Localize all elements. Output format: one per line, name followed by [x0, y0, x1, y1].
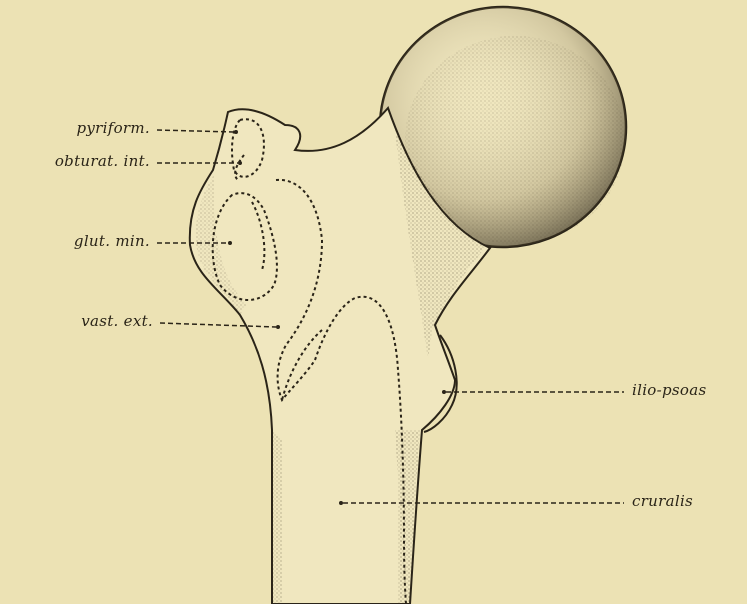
- label-obturat-int: obturat. int.: [55, 152, 150, 170]
- label-cruralis: cruralis: [632, 492, 693, 510]
- label-pyriform: pyriform.: [77, 119, 151, 137]
- label-glut-min: glut. min.: [74, 232, 150, 250]
- label-vast-ext: vast. ext.: [81, 312, 153, 330]
- label-ilio-psoas: ilio-psoas: [632, 381, 706, 399]
